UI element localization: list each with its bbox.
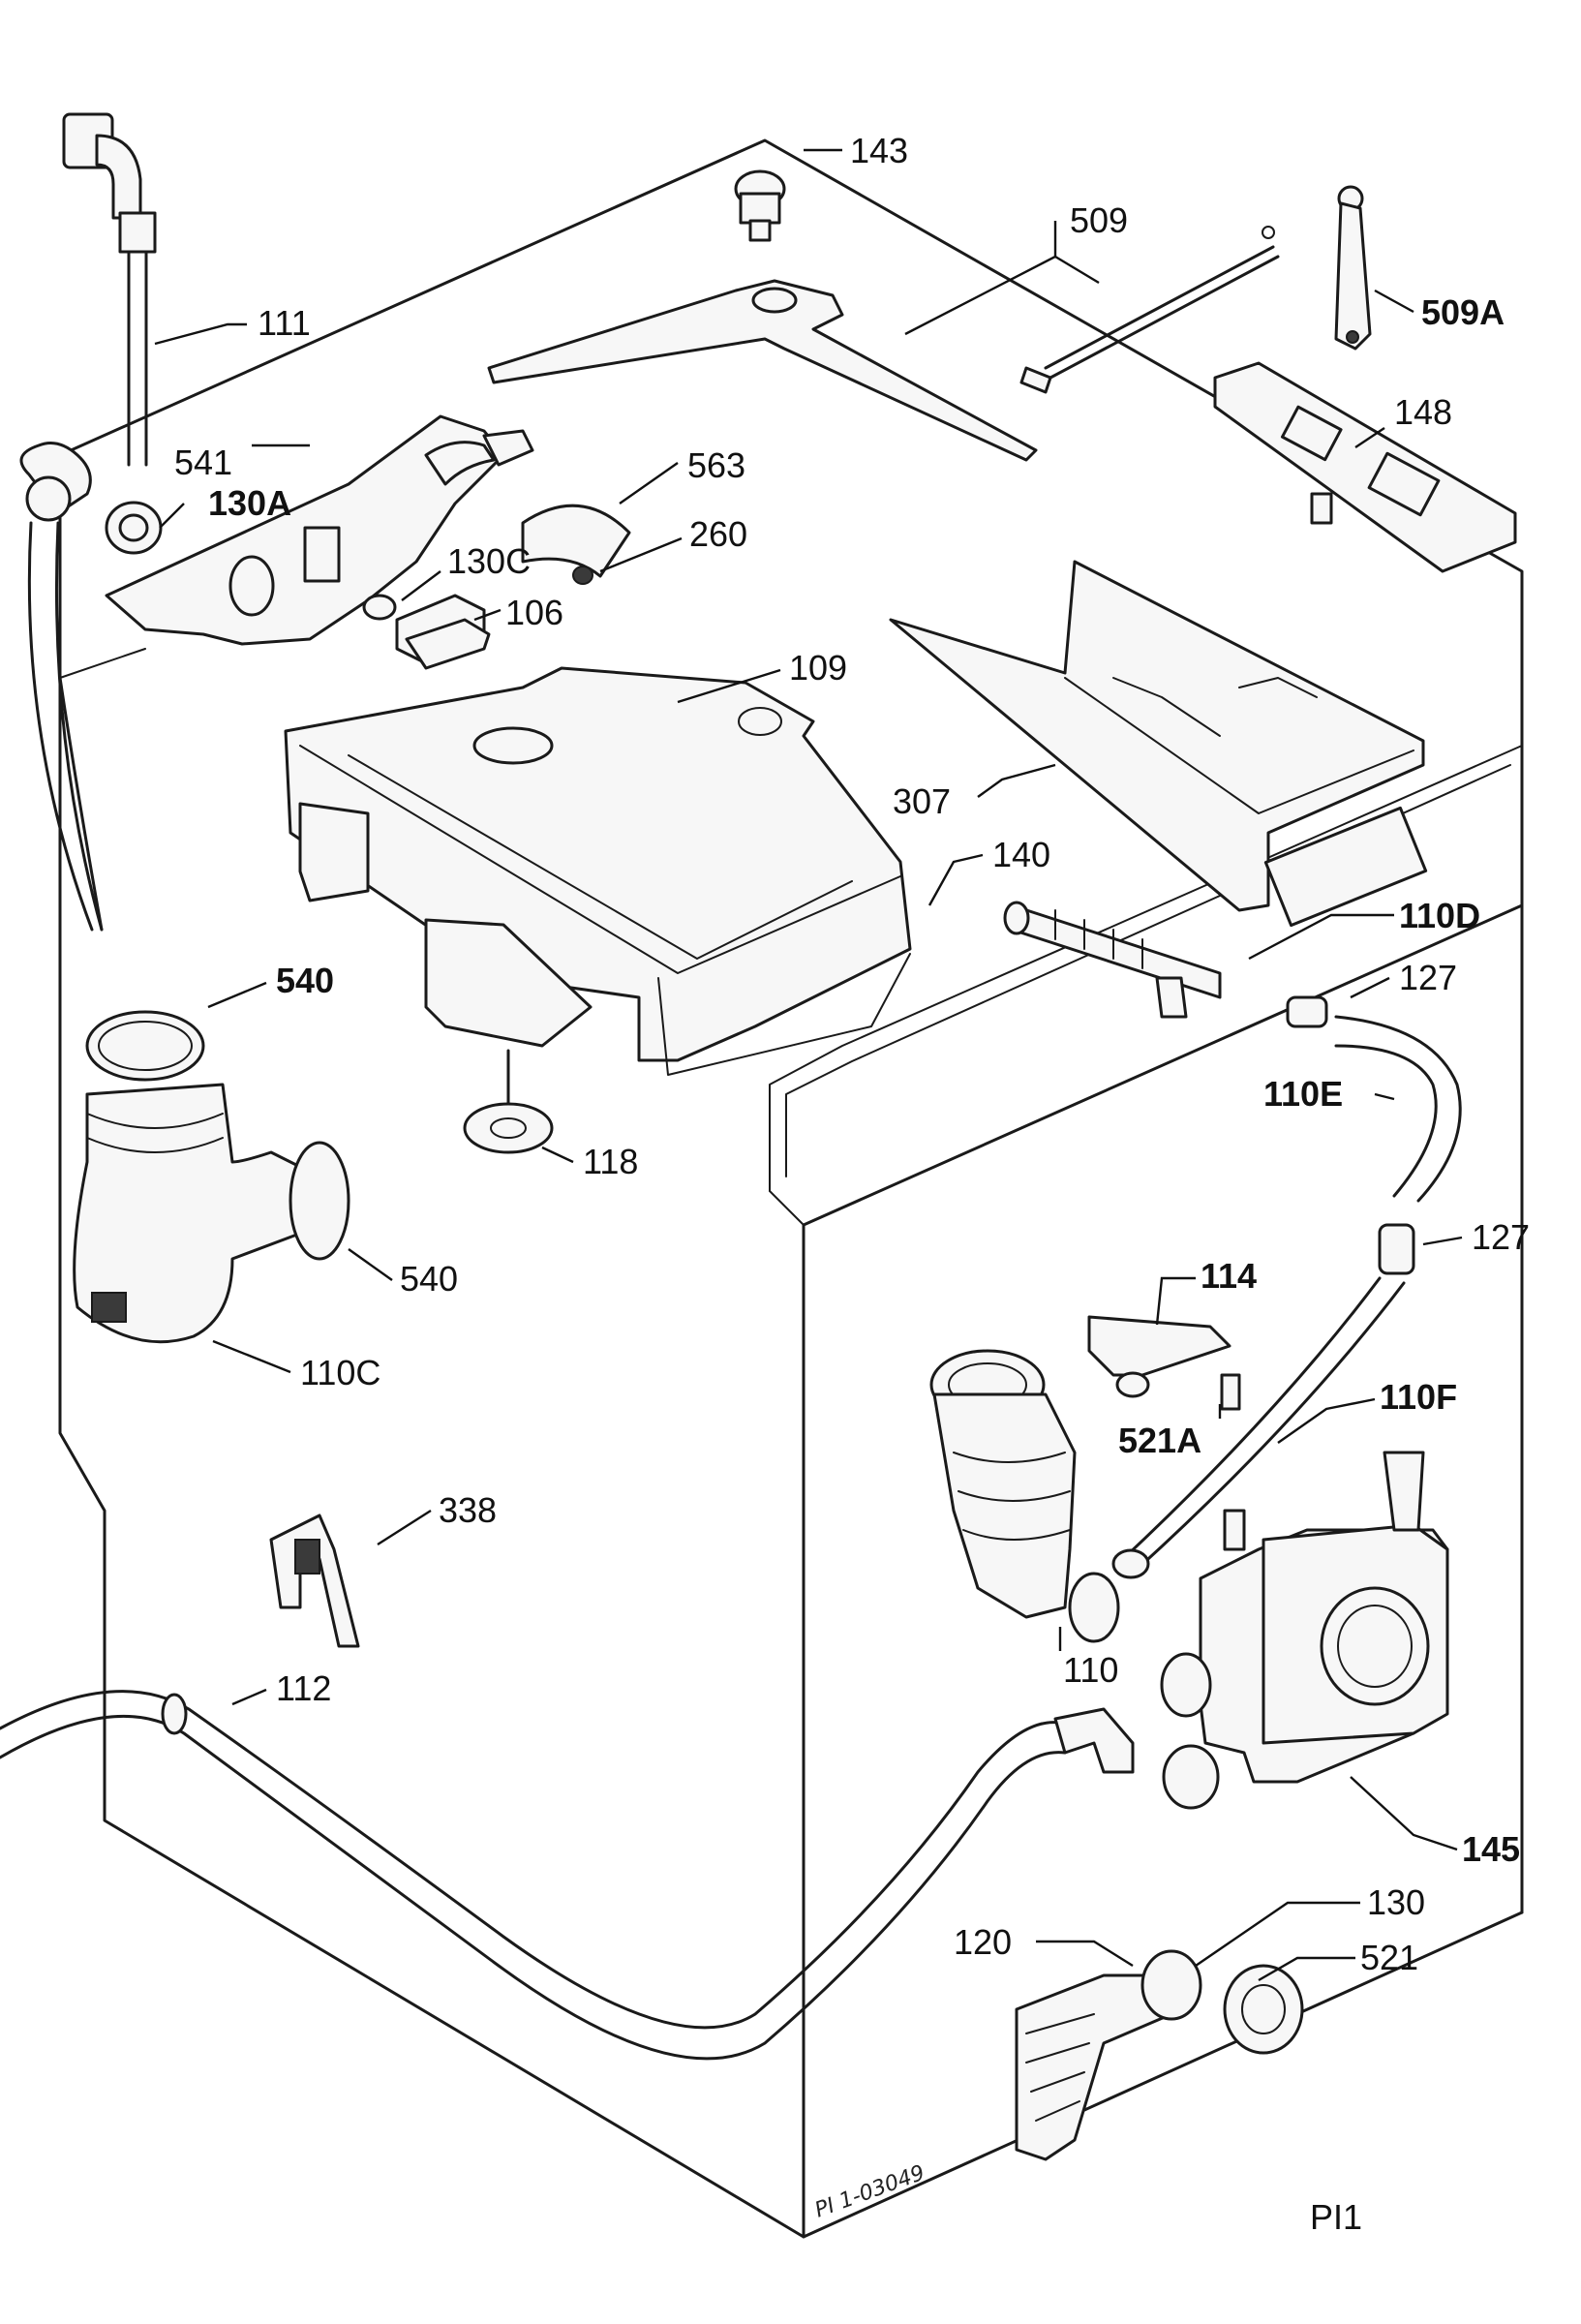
- label-307: 307: [893, 781, 951, 821]
- label-118: 118: [583, 1142, 638, 1181]
- label-521a: 521A: [1118, 1421, 1201, 1460]
- seal-ring-130a: [105, 501, 163, 555]
- label-145: 145: [1462, 1829, 1520, 1869]
- label-120: 120: [954, 1922, 1012, 1962]
- label-130a: 130A: [208, 483, 291, 523]
- label-127b: 127: [1472, 1217, 1530, 1257]
- detergent-drawer-307: [889, 560, 1428, 928]
- lever-509a: [1334, 185, 1372, 351]
- leader-lines: [154, 148, 1463, 1982]
- label-140: 140: [992, 835, 1050, 874]
- label-338: 338: [439, 1490, 497, 1530]
- pump-145: [1160, 1451, 1449, 1810]
- drawing-reference: PI 1-03049: [812, 2161, 928, 2223]
- dispenser-109-140: [284, 666, 912, 1076]
- elbow-110: [929, 1349, 1120, 1643]
- label-110f: 110F: [1380, 1377, 1457, 1417]
- handle-148: [1213, 361, 1517, 573]
- inlet-hose-111: [19, 112, 157, 932]
- hose-assembly-110d-110e-110f: [1003, 901, 1462, 1579]
- label-114: 114: [1201, 1256, 1257, 1296]
- label-112: 112: [276, 1668, 331, 1708]
- label-111: 111: [258, 303, 311, 343]
- fan-118: [463, 1049, 554, 1154]
- lever-509: [487, 226, 1280, 462]
- label-109: 109: [789, 648, 847, 688]
- label-540b: 540: [400, 1259, 458, 1299]
- label-110d: 110D: [1399, 896, 1480, 935]
- label-130: 130: [1367, 1882, 1425, 1922]
- label-540a: 540: [276, 961, 334, 1000]
- label-260: 260: [689, 514, 747, 554]
- label-563: 563: [687, 445, 745, 485]
- part-labels: 111 541 130A 130C 106 563 260 143 509 50…: [174, 131, 1530, 1977]
- label-127a: 127: [1399, 958, 1457, 997]
- label-106: 106: [505, 593, 563, 632]
- bracket-541: [105, 414, 534, 646]
- label-521: 521: [1360, 1938, 1418, 1977]
- clamp-338: [269, 1514, 360, 1648]
- label-509a: 509A: [1421, 292, 1505, 332]
- drain-hose-112: [0, 1690, 1135, 2061]
- knob-143: [734, 169, 786, 242]
- filter-120-130-521: [1015, 1949, 1304, 2161]
- page-id: PI1: [1310, 2197, 1362, 2237]
- label-143: 143: [850, 131, 908, 170]
- small-parts-106-group: [362, 504, 631, 670]
- sump-hose-110c: [73, 1010, 350, 1344]
- label-148: 148: [1394, 392, 1452, 432]
- label-110: 110: [1063, 1650, 1118, 1690]
- label-130c: 130C: [447, 541, 531, 581]
- label-110c: 110C: [300, 1353, 380, 1392]
- fitting-114: [1087, 1315, 1241, 1411]
- label-110e: 110E: [1263, 1074, 1343, 1114]
- label-541: 541: [174, 443, 232, 482]
- cabinet-outline: [58, 138, 1524, 2239]
- label-509: 509: [1070, 200, 1128, 240]
